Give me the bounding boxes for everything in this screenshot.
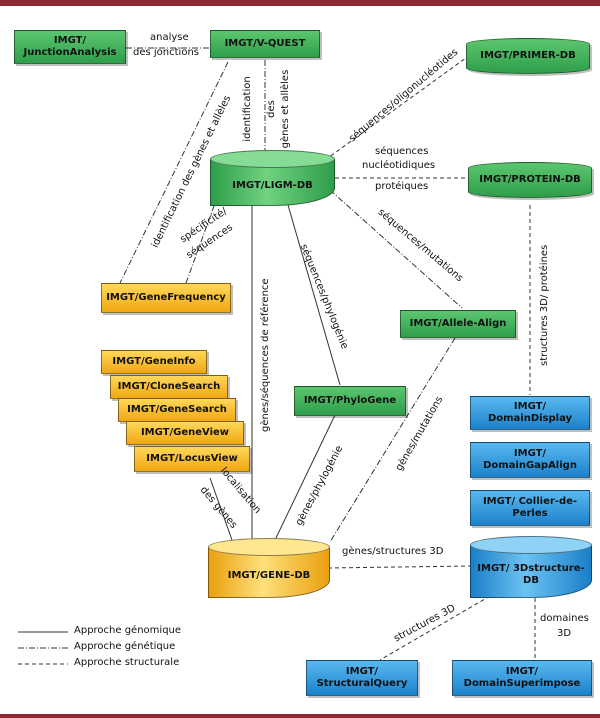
node-primer-db[interactable]: IMGT/PRIMER-DB (466, 38, 590, 74)
label-sequences: séquences (375, 146, 429, 157)
node-protein-db[interactable]: IMGT/PROTEIN-DB (468, 162, 592, 198)
edge-genedb-3dstructure (327, 565, 471, 569)
node-structural-query[interactable]: IMGT/ StructuralQuery (306, 660, 418, 696)
edge-locusview-genedb (209, 477, 233, 541)
node-gene-frequency[interactable]: IMGT/GeneFrequency (101, 283, 231, 313)
bottom-frame-bar (0, 714, 600, 718)
label-domaines: domaines (540, 613, 589, 624)
node-3dstructure-db-label: IMGT/ 3Dstructure-DB (477, 563, 585, 586)
node-gene-info[interactable]: IMGT/GeneInfo (101, 350, 207, 374)
edge-primer-ligm (324, 54, 471, 161)
label-des: des (266, 100, 277, 118)
node-3dstructure-db[interactable]: IMGT/ 3Dstructure-DB (470, 536, 592, 598)
edge-ligm-allelealign (329, 189, 463, 309)
node-gene-db-label: IMGT/GENE-DB (227, 570, 311, 581)
legend-genetique-label: Approche génétique (74, 641, 176, 652)
node-ligm-db-label: IMGT/LIGM-DB (232, 180, 313, 191)
legend-genomique-label: Approche génomique (74, 625, 182, 636)
node-collier-de-perles[interactable]: IMGT/ Collier-de-Perles (470, 490, 590, 526)
edge-vquest-genefrequency (119, 61, 229, 284)
legend-structurale-label: Approche structurale (74, 657, 180, 668)
label-nucleotidiques: nucléotidiques (362, 160, 436, 171)
node-domain-superimpose[interactable]: IMGT/ DomainSuperimpose (452, 660, 592, 696)
label-domaines-3d: 3D (557, 628, 572, 639)
node-phylogene[interactable]: IMGT/PhyloGene (294, 386, 406, 416)
node-gene-search[interactable]: IMGT/GeneSearch (118, 398, 236, 422)
label-des-jonctions: des jonctions (133, 47, 199, 58)
label-identification: identification (242, 76, 253, 142)
node-clone-search[interactable]: IMGT/CloneSearch (110, 375, 228, 399)
edge-ligm-genefrequency (185, 194, 219, 284)
node-locus-view[interactable]: IMGT/LocusView (134, 446, 250, 472)
label-genes-sequences-reference: gènes/séquences de référence (260, 278, 271, 432)
edge-ligm-phylogene (287, 204, 341, 386)
node-domain-gap-align[interactable]: IMGT/ DomainGapAlign (470, 442, 590, 478)
label-structures-3d-proteines: structures 3D/ protéines (539, 244, 550, 366)
label-proteiques: protéiques (375, 181, 429, 192)
label-analyse: analyse (150, 32, 189, 43)
edge-allelealign-genedb (329, 337, 456, 543)
node-gene-view[interactable]: IMGT/GeneView (126, 421, 244, 445)
edge-phylogene-genedb (274, 414, 336, 541)
node-domain-display[interactable]: IMGT/ DomainDisplay (470, 396, 590, 430)
edge-3dstructure-structuralquery (379, 595, 491, 661)
node-allele-align[interactable]: IMGT/Allele-Align (400, 310, 516, 338)
node-gene-db[interactable]: IMGT/GENE-DB (208, 538, 330, 598)
label-genes-structures-3d: gènes/structures 3D (342, 546, 444, 557)
node-vquest[interactable]: IMGT/V-QUEST (210, 30, 320, 58)
node-ligm-db[interactable]: IMGT/LIGM-DB (210, 150, 335, 206)
top-frame-bar (0, 0, 600, 6)
node-junction-analysis[interactable]: IMGT/ JunctionAnalysis (14, 30, 126, 64)
label-genes-et-alleles: gènes et allèles (280, 69, 291, 149)
